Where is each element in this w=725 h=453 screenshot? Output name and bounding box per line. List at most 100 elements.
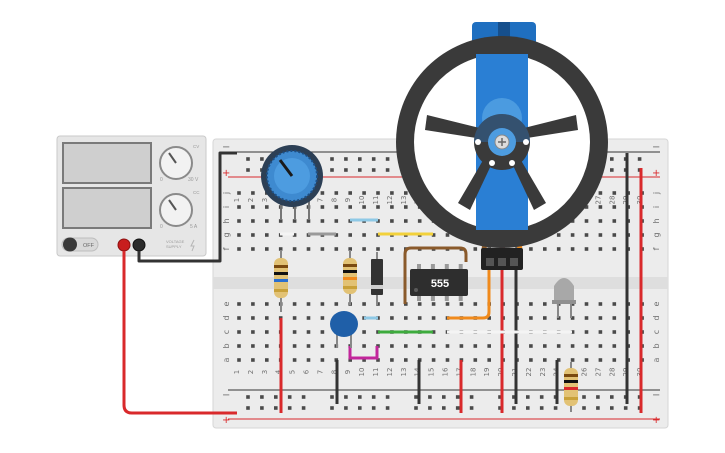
- breadboard-hole[interactable]: [417, 316, 422, 320]
- breadboard-hole[interactable]: [348, 233, 352, 237]
- breadboard-hole[interactable]: [404, 191, 408, 195]
- breadboard-hole[interactable]: [612, 344, 617, 348]
- rail-hole[interactable]: [344, 395, 348, 399]
- breadboard-hole[interactable]: [292, 344, 297, 348]
- breadboard-hole[interactable]: [251, 344, 255, 348]
- wheel[interactable]: [396, 36, 608, 248]
- breadboard-hole[interactable]: [292, 358, 297, 362]
- breadboard-hole[interactable]: [598, 219, 603, 223]
- breadboard-hole[interactable]: [556, 233, 561, 237]
- breadboard-hole[interactable]: [431, 316, 436, 320]
- rail-hole[interactable]: [414, 406, 418, 410]
- breadboard-hole[interactable]: [598, 205, 603, 209]
- breadboard-hole[interactable]: [265, 330, 269, 334]
- breadboard-hole[interactable]: [251, 205, 255, 209]
- rail-hole[interactable]: [455, 406, 460, 410]
- rail-hole[interactable]: [274, 395, 278, 399]
- breadboard-hole[interactable]: [334, 219, 339, 223]
- breadboard-hole[interactable]: [487, 344, 491, 348]
- breadboard-hole[interactable]: [431, 358, 436, 362]
- breadboard-hole[interactable]: [487, 358, 491, 362]
- breadboard-hole[interactable]: [251, 302, 255, 306]
- breadboard-hole[interactable]: [459, 302, 464, 306]
- negative-terminal[interactable]: [132, 238, 146, 252]
- resistor-right[interactable]: [564, 362, 578, 412]
- breadboard-hole[interactable]: [612, 302, 617, 306]
- breadboard-hole[interactable]: [431, 302, 436, 306]
- breadboard-hole[interactable]: [362, 233, 366, 237]
- rail-hole[interactable]: [610, 395, 614, 399]
- breadboard-hole[interactable]: [431, 330, 436, 334]
- breadboard-hole[interactable]: [265, 233, 269, 237]
- rail-hole[interactable]: [442, 395, 446, 399]
- diode[interactable]: [371, 252, 383, 305]
- breadboard-hole[interactable]: [390, 247, 394, 251]
- breadboard-hole[interactable]: [570, 330, 575, 334]
- breadboard-hole[interactable]: [376, 247, 380, 251]
- breadboard-hole[interactable]: [278, 247, 283, 251]
- breadboard-hole[interactable]: [570, 233, 575, 237]
- breadboard-hole[interactable]: [306, 316, 311, 320]
- breadboard-hole[interactable]: [348, 191, 352, 195]
- breadboard-hole[interactable]: [431, 233, 436, 237]
- breadboard-hole[interactable]: [543, 316, 547, 320]
- rail-hole[interactable]: [371, 157, 376, 161]
- wire-orange[interactable]: [447, 268, 491, 320]
- rail-hole[interactable]: [637, 157, 642, 161]
- rail-hole[interactable]: [539, 406, 544, 410]
- breadboard-hole[interactable]: [404, 316, 408, 320]
- rail-hole[interactable]: [358, 168, 362, 172]
- rail-hole[interactable]: [512, 395, 516, 399]
- breadboard-hole[interactable]: [543, 247, 547, 251]
- breadboard-hole[interactable]: [487, 316, 491, 320]
- rail-hole[interactable]: [260, 395, 264, 399]
- rail-hole[interactable]: [428, 395, 432, 399]
- breadboard-hole[interactable]: [459, 344, 464, 348]
- breadboard-hole[interactable]: [348, 358, 352, 362]
- breadboard-hole[interactable]: [529, 302, 533, 306]
- rail-hole[interactable]: [358, 157, 362, 161]
- breadboard-hole[interactable]: [251, 233, 255, 237]
- rail-hole[interactable]: [344, 406, 348, 410]
- rail-hole[interactable]: [260, 406, 264, 410]
- rail-hole[interactable]: [526, 395, 530, 399]
- breadboard-hole[interactable]: [362, 247, 366, 251]
- rail-hole[interactable]: [455, 395, 460, 399]
- breadboard-hole[interactable]: [529, 344, 533, 348]
- breadboard-hole[interactable]: [237, 302, 241, 306]
- breadboard-hole[interactable]: [598, 302, 603, 306]
- breadboard-hole[interactable]: [292, 233, 297, 237]
- rail-hole[interactable]: [623, 406, 628, 410]
- breadboard-hole[interactable]: [473, 344, 478, 348]
- breadboard-hole[interactable]: [390, 219, 394, 223]
- rail-hole[interactable]: [385, 168, 390, 172]
- breadboard-hole[interactable]: [584, 247, 589, 251]
- breadboard-hole[interactable]: [306, 219, 311, 223]
- breadboard-hole[interactable]: [251, 330, 255, 334]
- breadboard-hole[interactable]: [320, 344, 325, 348]
- rail-hole[interactable]: [330, 395, 334, 399]
- breadboard-hole[interactable]: [584, 302, 589, 306]
- rail-hole[interactable]: [385, 395, 390, 399]
- breadboard-hole[interactable]: [362, 358, 366, 362]
- rail-hole[interactable]: [385, 406, 390, 410]
- rail-hole[interactable]: [371, 395, 376, 399]
- breadboard-hole[interactable]: [376, 191, 380, 195]
- breadboard-hole[interactable]: [570, 358, 575, 362]
- breadboard-hole[interactable]: [390, 316, 394, 320]
- breadboard-hole[interactable]: [529, 247, 533, 251]
- rail-hole[interactable]: [358, 395, 362, 399]
- rail-hole[interactable]: [260, 157, 264, 161]
- breadboard-hole[interactable]: [237, 330, 241, 334]
- ceramic-capacitor[interactable]: [330, 311, 358, 348]
- wire-magenta[interactable]: [348, 346, 379, 360]
- breadboard-hole[interactable]: [598, 233, 603, 237]
- breadboard-hole[interactable]: [251, 219, 255, 223]
- positive-terminal[interactable]: [117, 238, 131, 252]
- breadboard-hole[interactable]: [612, 205, 617, 209]
- breadboard-hole[interactable]: [320, 247, 325, 251]
- breadboard-hole[interactable]: [473, 302, 478, 306]
- breadboard-hole[interactable]: [612, 247, 617, 251]
- breadboard-hole[interactable]: [376, 358, 380, 362]
- rail-hole[interactable]: [330, 406, 334, 410]
